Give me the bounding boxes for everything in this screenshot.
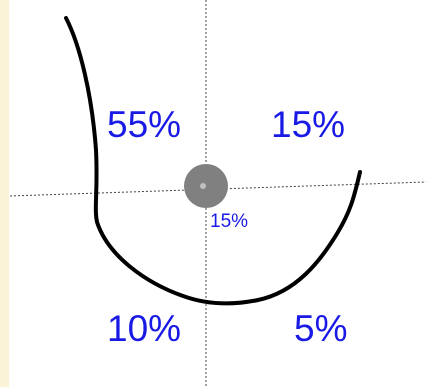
nipple-highlight	[200, 183, 206, 189]
central-region-label: 15%	[210, 211, 249, 232]
left-edge-strip	[0, 0, 9, 387]
lower-inner-quadrant-label: 5%	[294, 308, 348, 349]
breast-outline	[64, 16, 362, 306]
upper-outer-quadrant-label: 55%	[107, 104, 182, 145]
lower-outer-quadrant-label: 10%	[107, 308, 182, 349]
upper-inner-quadrant-label: 15%	[271, 104, 346, 145]
